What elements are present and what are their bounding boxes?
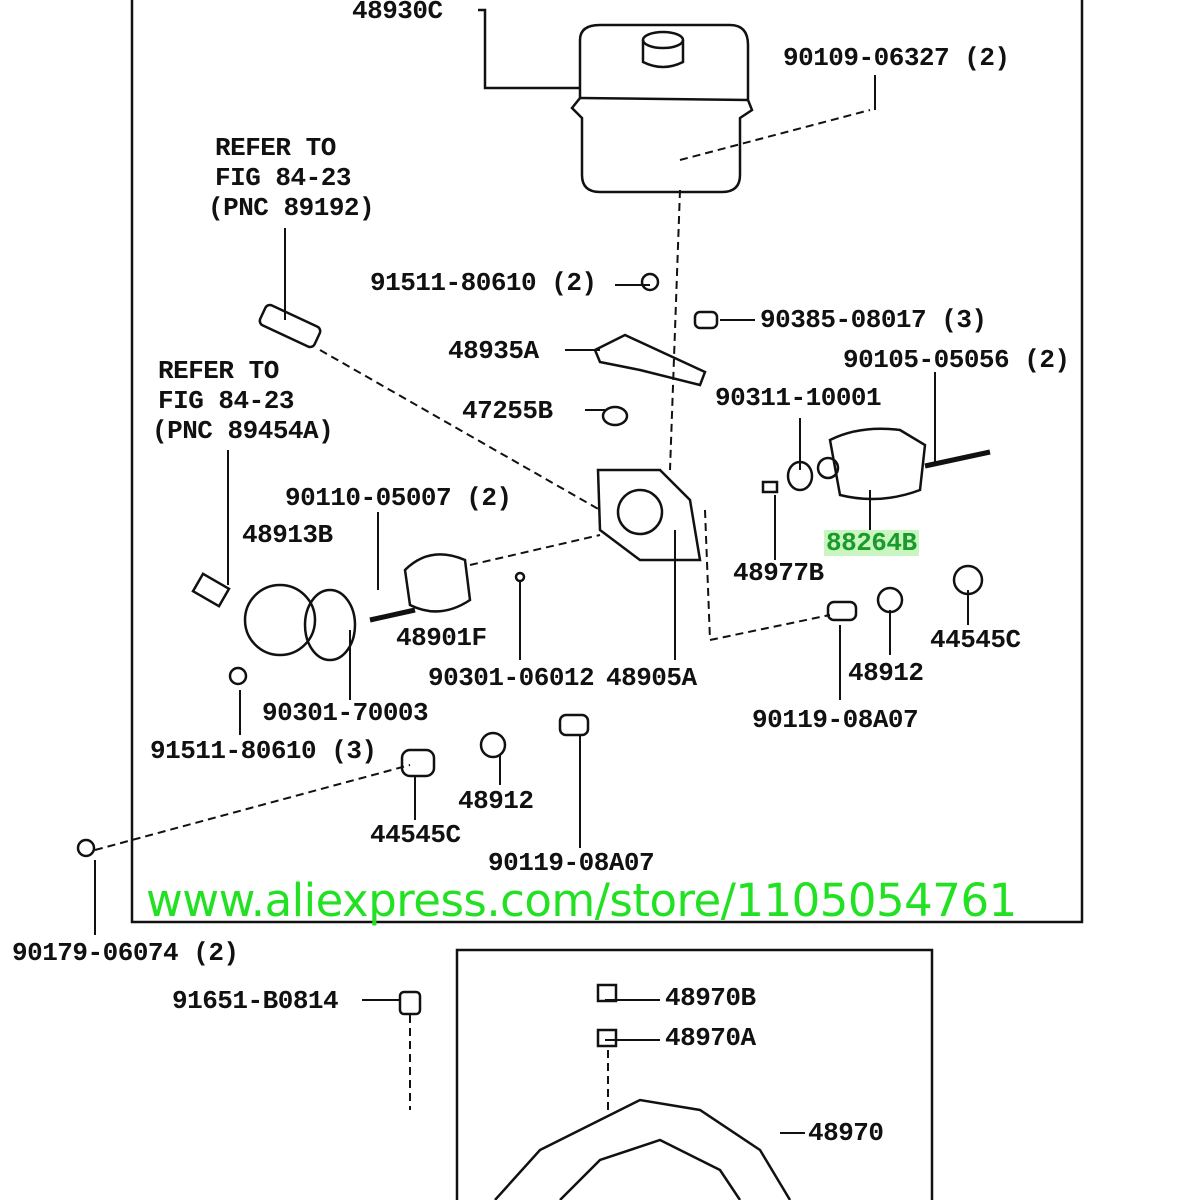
label-cushion: 47255B xyxy=(462,396,553,426)
label-bolt-lower: 91651-B0814 xyxy=(172,986,339,1016)
label-grommet: 90385-08017 (3) xyxy=(760,305,987,335)
label-actuator: 48905A xyxy=(606,663,697,693)
label-lower-bracket: 48970 xyxy=(808,1118,884,1148)
label-refer1-a: REFER TO xyxy=(215,133,336,163)
label-refer1-b: FIG 84-23 xyxy=(215,163,351,193)
label-union-right: 90119-08A07 xyxy=(752,705,919,735)
leader-lines xyxy=(94,75,969,1134)
label-nut-left: 48912 xyxy=(458,786,534,816)
component-drawings xyxy=(76,272,991,1200)
label-bolt-pump: 90110-05007 (2) xyxy=(285,483,512,513)
label-motor-highlighted: 88264B xyxy=(824,528,919,558)
label-oring-large: 90301-70003 xyxy=(262,698,429,728)
label-bracket: 48935A xyxy=(448,336,539,366)
label-bolt-motor: 90105-05056 (2) xyxy=(843,345,1070,375)
label-collar-b: 48970B xyxy=(665,983,756,1013)
label-nut-right: 48912 xyxy=(848,658,924,688)
label-oring-small: 90301-06012 xyxy=(428,663,595,693)
label-bolt-3: 91511-80610 (3) xyxy=(150,736,377,766)
watermark: www.aliexpress.com/store/1105054761 xyxy=(146,874,1017,927)
label-screw-left: 90179-06074 (2) xyxy=(12,938,239,968)
label-damper-right: 44545C xyxy=(930,625,1021,655)
label-union-left: 90119-08A07 xyxy=(488,848,655,878)
label-refer1-c: (PNC 89192) xyxy=(208,193,375,223)
label-collar-a: 48970A xyxy=(665,1023,756,1053)
label-refer2-a: REFER TO xyxy=(158,356,279,386)
label-pump-body: 48901F xyxy=(396,623,487,653)
label-reservoir: 48930C xyxy=(352,0,443,26)
label-damper-left: 44545C xyxy=(370,820,461,850)
label-oring-motor: 90311-10001 xyxy=(715,383,882,413)
label-refer2-b: FIG 84-23 xyxy=(158,386,294,416)
label-bolt-2: 91511-80610 (2) xyxy=(370,268,597,298)
frame xyxy=(130,0,1084,1200)
reservoir-drawing xyxy=(478,8,754,194)
label-accumulator: 48913B xyxy=(242,520,333,550)
label-key: 48977B xyxy=(733,558,824,588)
label-refer2-c: (PNC 89454A) xyxy=(152,416,334,446)
label-screw-top: 90109-06327 (2) xyxy=(783,43,1010,73)
